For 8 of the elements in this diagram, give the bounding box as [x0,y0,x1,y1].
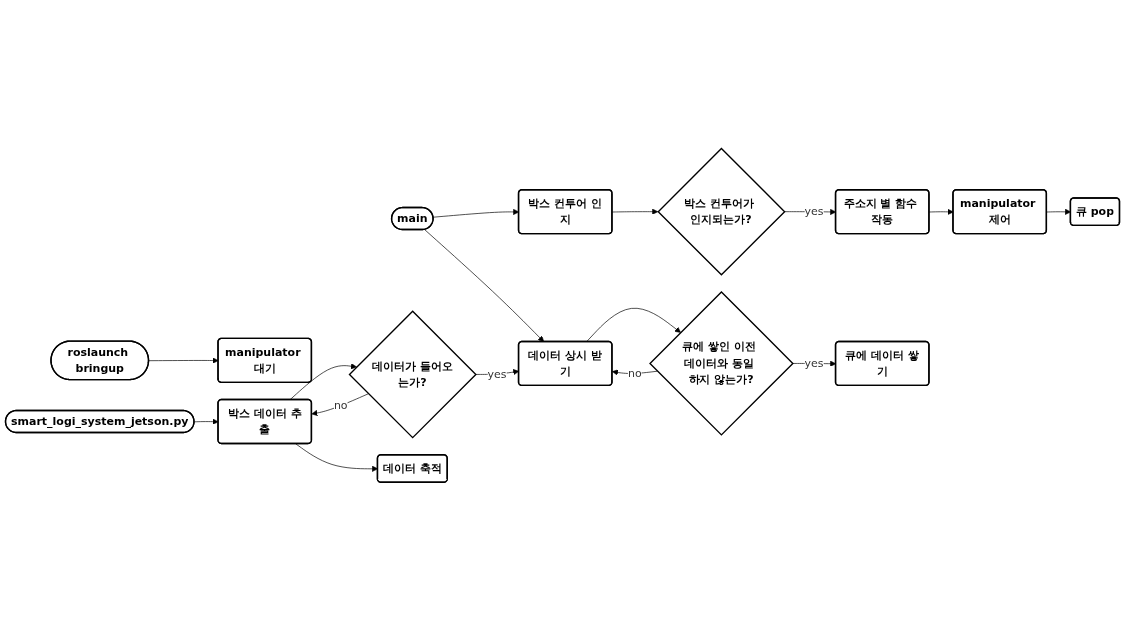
node-diamond: 큐에 쌓인 이전 데이터와 동일 하지 않는가? [649,291,794,436]
edge-label: no [333,399,348,413]
edge-label: yes [804,204,824,218]
edge-label: no [627,367,642,381]
edge-label: yes [487,367,507,381]
node-diamond: 데이터가 들어오는가? [348,310,477,439]
edge-label: yes [804,356,824,370]
node-diamond: 박스 컨투어가 인지되는가? [657,147,786,276]
